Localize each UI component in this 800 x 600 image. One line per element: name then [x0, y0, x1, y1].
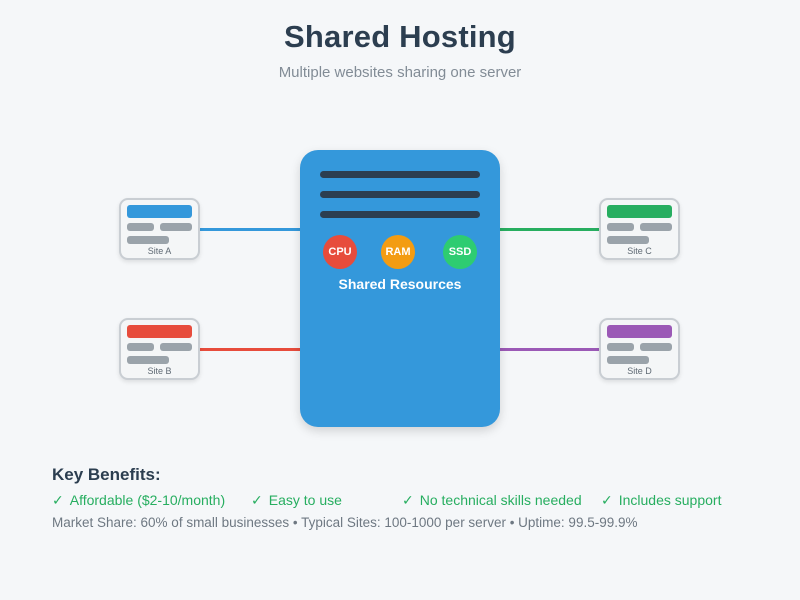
content-bar [640, 343, 672, 351]
stats-line: Market Share: 60% of small businesses • … [52, 515, 638, 530]
content-bar [127, 343, 154, 351]
content-bar [607, 223, 634, 231]
content-bar [160, 223, 192, 231]
site-a-content-row [127, 223, 192, 231]
benefit-text: No technical skills needed [419, 492, 582, 508]
shared-server-box: CPU RAM SSD Shared Resources [300, 150, 500, 427]
benefit-text: Includes support [618, 492, 722, 508]
cpu-resource-badge: CPU [323, 235, 357, 269]
content-bar [607, 236, 649, 244]
connector-site-c [496, 228, 604, 231]
page-title: Shared Hosting [284, 19, 516, 54]
check-icon: ✓ [601, 492, 613, 508]
benefit-support: ✓ Includes support [601, 492, 721, 509]
site-d-label: Site D [627, 366, 652, 376]
check-icon: ✓ [52, 492, 64, 508]
site-card-b: Site B [119, 318, 200, 380]
site-card-c: Site C [599, 198, 680, 260]
check-icon: ✓ [402, 492, 414, 508]
site-card-a: Site A [119, 198, 200, 260]
site-b-content-row [127, 343, 192, 351]
ram-resource-badge: RAM [381, 235, 415, 269]
connector-site-a [196, 228, 304, 231]
site-a-label: Site A [147, 246, 172, 256]
benefits-heading: Key Benefits: [52, 465, 161, 484]
content-bar [607, 356, 649, 364]
content-bar [640, 223, 672, 231]
site-d-header-bar [607, 325, 672, 338]
site-b-header-bar [127, 325, 192, 338]
cpu-label: CPU [328, 246, 352, 258]
content-bar [607, 343, 634, 351]
server-label: Shared Resources [338, 276, 462, 292]
connector-site-b [196, 348, 304, 351]
server-slot-bar [320, 191, 480, 198]
ssd-label: SSD [448, 246, 472, 258]
content-bar [127, 236, 169, 244]
benefit-text: Affordable ($2-10/month) [69, 492, 226, 508]
site-d-content-row [607, 343, 672, 351]
server-slot-bar [320, 171, 480, 178]
check-icon: ✓ [251, 492, 263, 508]
ssd-resource-badge: SSD [443, 235, 477, 269]
site-c-header-bar [607, 205, 672, 218]
ram-label: RAM [385, 246, 411, 258]
site-card-d: Site D [599, 318, 680, 380]
site-c-content-row [607, 223, 672, 231]
content-bar [160, 343, 192, 351]
benefit-easy: ✓ Easy to use [251, 492, 342, 509]
page-subtitle: Multiple websites sharing one server [278, 64, 522, 81]
benefit-no-skills: ✓ No technical skills needed [402, 492, 582, 509]
connector-site-d [496, 348, 604, 351]
benefit-affordable: ✓ Affordable ($2-10/month) [52, 492, 225, 509]
content-bar [127, 356, 169, 364]
site-c-label: Site C [627, 246, 652, 256]
site-a-header-bar [127, 205, 192, 218]
benefit-text: Easy to use [268, 492, 342, 508]
server-slot-bar [320, 211, 480, 218]
content-bar [127, 223, 154, 231]
site-b-label: Site B [147, 366, 172, 376]
